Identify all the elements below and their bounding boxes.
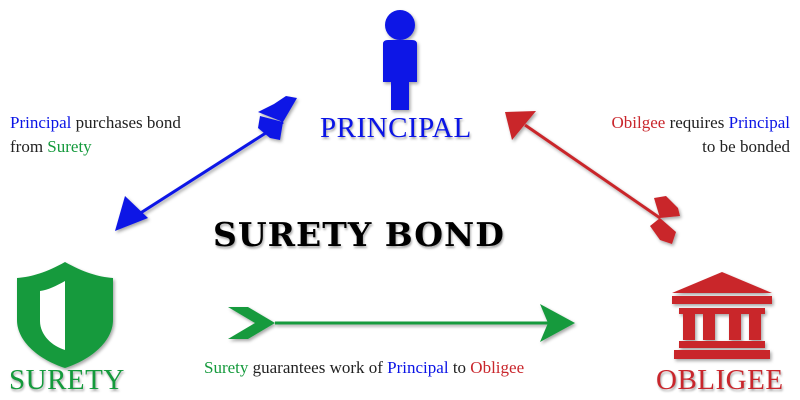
person-icon bbox=[383, 10, 417, 110]
courthouse-icon bbox=[672, 272, 772, 359]
note-term: Surety bbox=[47, 137, 92, 156]
note-text: guarantees work of bbox=[248, 358, 388, 377]
shield-icon bbox=[17, 262, 113, 368]
arrow-surety-to-obligee bbox=[228, 304, 575, 342]
note-text: purchases bond bbox=[71, 113, 181, 132]
note-text: requires bbox=[665, 113, 729, 132]
obligee-label: OBLIGEE bbox=[656, 364, 784, 396]
note-term: Principal bbox=[10, 113, 72, 132]
note-term: Obilgee bbox=[611, 113, 666, 132]
note-term: Principal bbox=[728, 113, 790, 132]
arrow-obligee-to-principal bbox=[505, 111, 680, 244]
note-text: from bbox=[10, 137, 48, 156]
surety-label: SURETY bbox=[9, 364, 125, 396]
note-text: to bbox=[448, 358, 471, 377]
obligee-requires-note: Obilgee requires Principal to be bonded bbox=[612, 111, 790, 159]
note-term: Principal bbox=[387, 358, 449, 377]
note-term: Obligee bbox=[470, 358, 525, 377]
surety-guarantees-note: Surety guarantees work of Principal to O… bbox=[204, 356, 524, 380]
note-term: Surety bbox=[204, 358, 249, 377]
arrow-principal-to-surety bbox=[115, 96, 297, 231]
principal-label: PRINCIPAL bbox=[320, 112, 472, 144]
note-text: to be bonded bbox=[702, 137, 790, 156]
principal-purchases-note: Principal purchases bond from Surety bbox=[10, 111, 181, 159]
diagram-title: SURETY BOND bbox=[213, 215, 505, 254]
